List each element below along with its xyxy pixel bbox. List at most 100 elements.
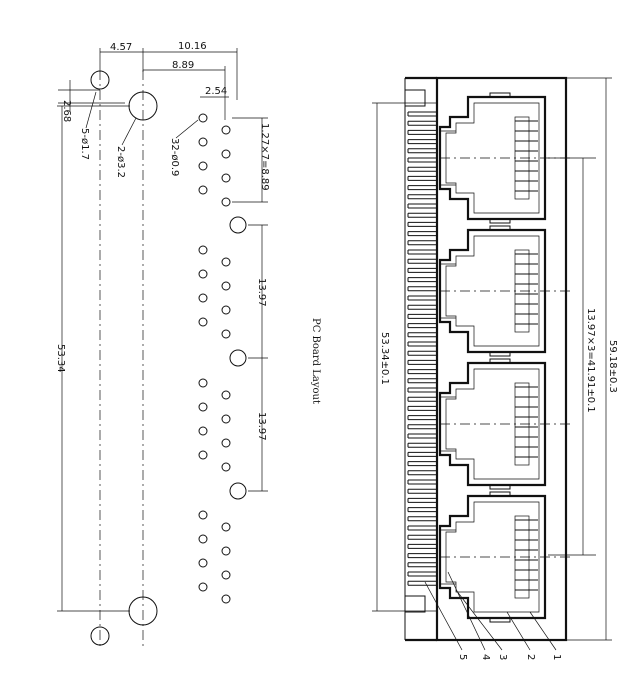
hole-label-2: 2-ø3.2 [115,146,126,178]
pin-hole [221,149,231,159]
lead [407,461,436,467]
lead [407,277,436,283]
lead [407,516,436,522]
lead [407,479,436,485]
lead [407,341,436,347]
rj45-port [438,92,570,224]
lead [407,497,436,503]
callout-label-5: 5 [457,654,468,660]
pin-hole [198,185,208,195]
pin-hole [198,161,208,171]
lead [407,424,436,430]
pin-hole [198,558,208,568]
port-outline [438,361,547,487]
channel-line [440,263,456,319]
dim-label-5918: 59.18±0.3 [607,340,618,393]
lead [407,405,436,411]
port-inner-outline [445,368,540,480]
callout-leader-3 [455,589,503,651]
bottom-tab [405,595,426,613]
mounting-hole-mid [229,216,247,234]
rj45-port [438,225,570,357]
lead [407,166,436,172]
latch-notch [489,225,511,230]
leader-line [85,91,97,129]
pin-hole [221,305,231,315]
lead [407,442,436,448]
pin-hole [198,113,208,123]
lead [407,175,436,181]
leader-line [121,117,137,146]
hole-label-5: 5-ø1.7 [79,128,90,160]
callout-leader-2 [506,611,531,651]
callout-label-2: 2 [525,654,536,660]
pin-hole [198,426,208,436]
lead [407,525,436,531]
lead [407,212,436,218]
lead [407,470,436,476]
pitch-label-1397-b: 13.97 [256,412,267,441]
pin-hole [221,570,231,580]
pin-hole [198,450,208,460]
lead [407,543,436,549]
channel-line [440,396,456,452]
pin-hole [198,245,208,255]
lead [407,369,436,375]
pin-hole [198,510,208,520]
callout-leader-1 [529,611,557,651]
mounting-hole-mid [229,349,247,367]
dim-label-5334: 53.34 [55,344,66,373]
lead [407,534,436,540]
latch-notch [489,618,511,623]
dim-label-889: 8.89 [172,60,194,71]
lead [407,111,436,117]
pin-hole [221,438,231,448]
rj45-port [438,358,570,490]
caption-pc-board-layout: PC Board Layout [310,318,321,404]
lead [407,129,436,135]
pitch-label-127: 1.27×7=8.89 [259,123,270,191]
lead [407,295,436,301]
channel-line [440,130,456,186]
pin-hole [221,390,231,400]
pin-hole [221,197,231,207]
port-outline [438,95,547,221]
lead [407,451,436,457]
lead [407,415,436,421]
lead [407,387,436,393]
pin-hole [221,522,231,532]
hole-label-32: 32-ø0.9 [169,138,180,176]
lead [407,267,436,273]
rj45-ports [438,92,570,623]
rj45-port [438,491,570,623]
lead [407,507,436,513]
dim-label-457: 4.57 [110,42,132,53]
dim-label-1016: 10.16 [178,41,207,52]
connector-leads [407,111,436,586]
pin-hole [221,414,231,424]
pin-hole [221,173,231,183]
pin-hole [198,317,208,327]
callout-label-3: 3 [497,654,508,660]
lead [407,221,436,227]
latch-notch [489,358,511,363]
latch-notch [489,485,511,490]
pin-hole [221,257,231,267]
lead [407,359,436,365]
lead [407,249,436,255]
lead [407,332,436,338]
callout-label-4: 4 [480,654,491,660]
dim-label-5334-side: 53.34±0.1 [379,332,390,385]
pin-hole [221,462,231,472]
lead [407,488,436,494]
pin-hole [221,329,231,339]
lead [407,231,436,237]
lead [407,396,436,402]
port-inner-outline [445,501,540,613]
pin-holes [198,113,247,604]
pc-board-layout: 4.57 10.16 8.89 2.54 2.68 5-ø1.7 2-ø3.2 … [55,41,321,650]
leader-line [175,119,199,139]
lead [407,433,436,439]
lead [407,378,436,384]
latch-notch [489,219,511,224]
